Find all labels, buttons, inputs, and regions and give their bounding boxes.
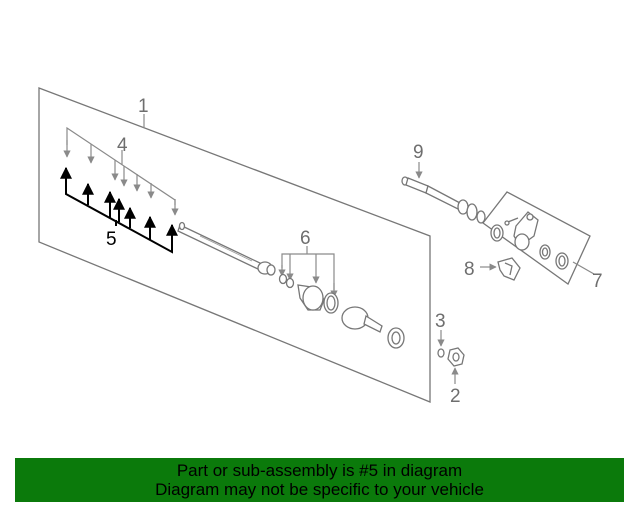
callout-6-bracket (278, 246, 338, 298)
callout-9: 9 (413, 142, 424, 163)
callout-6: 6 (300, 228, 311, 249)
notice-line-2: Diagram may not be specific to your vehi… (155, 480, 484, 499)
callout-1: 1 (138, 96, 149, 117)
callout-7: 7 (592, 271, 603, 292)
callout-4-bracket (63, 126, 179, 216)
callout-3: 3 (435, 311, 446, 332)
callout-2: 2 (450, 386, 461, 407)
drive-shaft (177, 221, 276, 276)
callout-4: 4 (117, 135, 128, 156)
notice-line-1: Part or sub-assembly is #5 in diagram (176, 461, 463, 480)
cv-joint-assembly (278, 273, 405, 349)
clip-part (437, 348, 445, 358)
callout-5: 5 (106, 229, 117, 250)
notice-banner: Part or sub-assembly is #5 in diagram Di… (15, 458, 624, 502)
bearing-assembly (490, 211, 569, 270)
nut-part (447, 347, 465, 367)
assembly-panel (38, 87, 431, 403)
callout-8: 8 (464, 259, 475, 280)
bracket-clip-part (497, 257, 521, 281)
intermediate-shaft (401, 176, 486, 224)
callout-7-leader (572, 261, 595, 275)
callout-5-bracket (60, 166, 178, 254)
